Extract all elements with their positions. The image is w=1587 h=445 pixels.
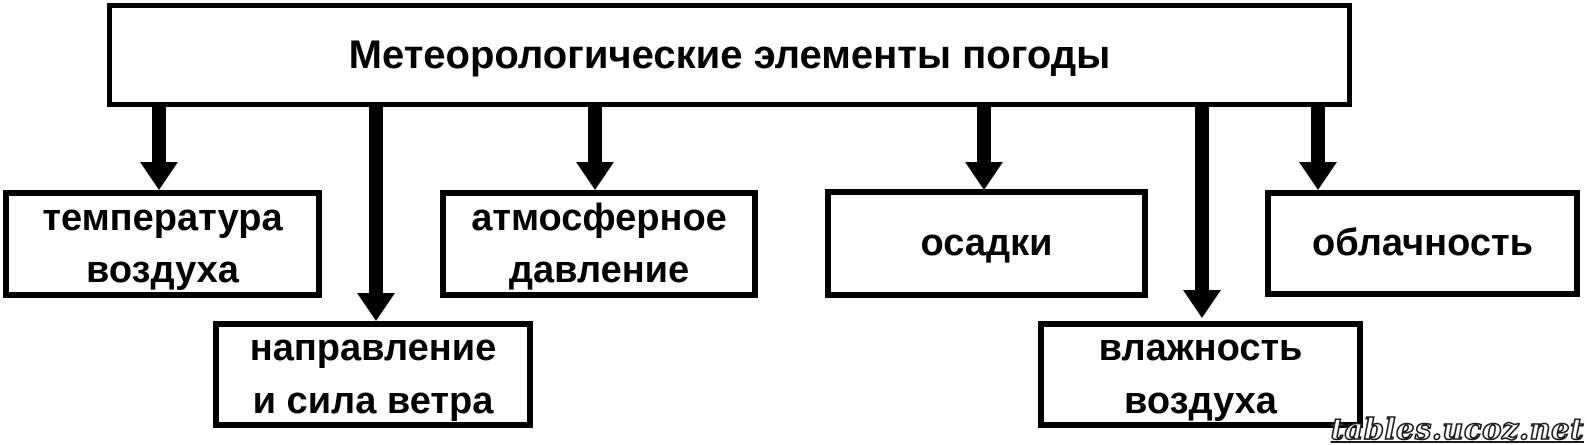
arrow-shaft bbox=[152, 107, 166, 162]
arrow-to-cloudiness bbox=[1299, 107, 1337, 190]
arrow-shaft bbox=[1195, 107, 1209, 290]
node-wind: направление и сила ветра bbox=[213, 321, 533, 428]
arrow-head-icon bbox=[1299, 162, 1337, 190]
arrow-to-wind bbox=[357, 107, 395, 321]
arrow-head-icon bbox=[140, 162, 178, 190]
node-pressure-label: атмосферное давление bbox=[471, 196, 727, 291]
node-humidity: влажность воздуха bbox=[1038, 321, 1363, 428]
node-cloudiness-label: облачность bbox=[1312, 222, 1533, 265]
node-wind-label: направление и сила ветра bbox=[249, 327, 497, 422]
node-temperature-label: температура воздуха bbox=[42, 196, 283, 291]
arrow-shaft bbox=[369, 107, 383, 293]
arrow-to-pressure bbox=[576, 107, 614, 190]
node-precipitation-label: осадки bbox=[920, 222, 1053, 265]
node-precipitation: осадки bbox=[825, 189, 1148, 298]
arrow-head-icon bbox=[576, 162, 614, 190]
diagram-title: Метеорологические элементы погоды bbox=[348, 32, 1111, 77]
arrow-shaft bbox=[1311, 107, 1325, 162]
arrow-shaft bbox=[588, 107, 602, 162]
node-temperature: температура воздуха bbox=[3, 190, 322, 298]
root-node-title-box: Метеорологические элементы погоды bbox=[107, 3, 1352, 107]
arrow-head-icon bbox=[357, 293, 395, 321]
arrow-head-icon bbox=[1183, 290, 1221, 318]
arrow-to-precipitation bbox=[965, 107, 1003, 190]
arrow-to-temperature bbox=[140, 107, 178, 190]
watermark: tables.ucoz.net bbox=[1330, 412, 1585, 445]
arrow-to-humidity bbox=[1183, 107, 1221, 318]
arrow-shaft bbox=[977, 107, 991, 162]
arrow-head-icon bbox=[965, 162, 1003, 190]
node-cloudiness: облачность bbox=[1265, 190, 1580, 297]
node-pressure: атмосферное давление bbox=[440, 190, 758, 298]
node-humidity-label: влажность воздуха bbox=[1098, 327, 1303, 422]
